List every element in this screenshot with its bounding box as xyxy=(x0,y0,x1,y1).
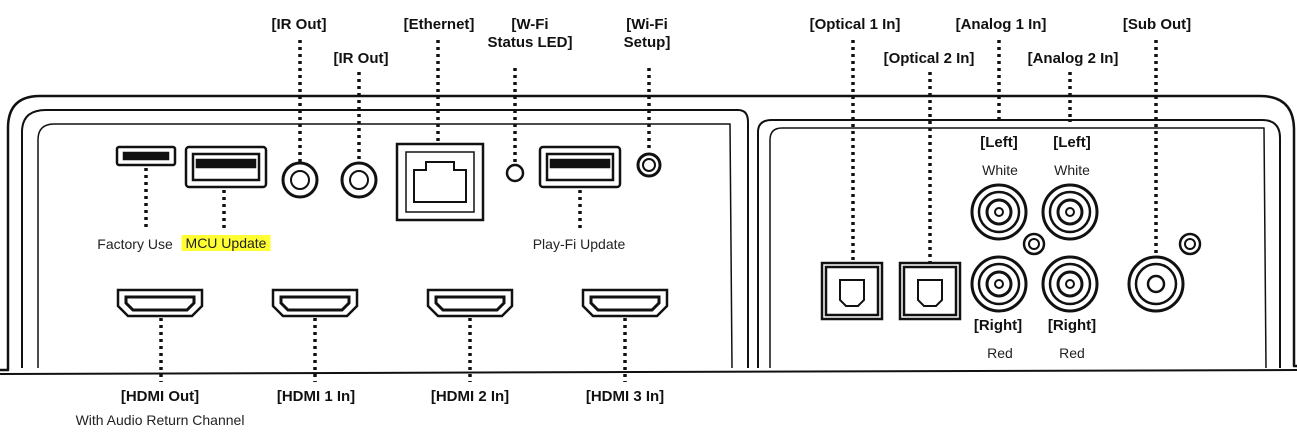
wifi-status-led xyxy=(505,163,525,183)
analog-2-right-jack xyxy=(1041,255,1099,313)
analog-1-right-jack xyxy=(970,255,1028,313)
hdmi-1-in-port xyxy=(271,288,359,318)
label-hdmi-out: [HDMI Out] xyxy=(120,388,200,405)
label-left-2-color: White xyxy=(1054,162,1090,178)
ground-screw-1 xyxy=(1022,232,1046,256)
hdmi-3-in-port xyxy=(581,288,669,318)
label-sub-out: [Sub Out] xyxy=(1122,16,1192,33)
hdmi-2-in-port xyxy=(426,288,514,318)
label-right-2-color: Red xyxy=(1059,345,1085,361)
chassis-outline xyxy=(0,94,1297,372)
label-analog-2-in: [Analog 2 In] xyxy=(1027,50,1119,67)
label-left-2: [Left] xyxy=(1053,134,1091,151)
ground-screw-2 xyxy=(1178,232,1202,256)
mcu-usb-port xyxy=(184,145,268,189)
label-factory-use: Factory Use xyxy=(97,236,173,252)
label-mcu-update: MCU Update xyxy=(181,235,271,251)
optical-1-in-port xyxy=(820,261,884,321)
label-ir-out-1: [IR Out] xyxy=(271,16,327,33)
leader-lines xyxy=(144,40,1158,382)
label-optical-1-in: [Optical 1 In] xyxy=(809,16,901,33)
label-hdmi-out-note: With Audio Return Channel xyxy=(75,412,245,428)
label-hdmi-2-in: [HDMI 2 In] xyxy=(430,388,510,405)
hdmi-out-port xyxy=(116,288,204,318)
label-optical-2-in: [Optical 2 In] xyxy=(883,50,975,67)
ir-out-jack-2 xyxy=(340,161,378,199)
wifi-setup-button xyxy=(636,152,662,178)
label-ir-out-2: [IR Out] xyxy=(333,50,389,67)
label-wifi-status-led: [W-Fi Status LED] xyxy=(487,16,573,51)
sub-out-jack xyxy=(1127,255,1185,313)
label-wifi-setup: [Wi-Fi Setup] xyxy=(623,16,671,51)
ethernet-port xyxy=(395,142,485,222)
label-right-2: [Right] xyxy=(1047,317,1097,334)
factory-use-port xyxy=(115,145,177,167)
label-analog-1-in: [Analog 1 In] xyxy=(955,16,1047,33)
label-right-1-color: Red xyxy=(987,345,1013,361)
play-fi-usb-port xyxy=(538,145,622,189)
label-ethernet: [Ethernet] xyxy=(403,16,475,33)
ir-out-jack-1 xyxy=(281,161,319,199)
label-hdmi-1-in: [HDMI 1 In] xyxy=(276,388,356,405)
label-left-1-color: White xyxy=(982,162,1018,178)
label-hdmi-3-in: [HDMI 3 In] xyxy=(585,388,665,405)
analog-2-left-jack xyxy=(1041,183,1099,241)
optical-2-in-port xyxy=(898,261,962,321)
right-panel-outline xyxy=(757,119,1281,368)
label-right-1: [Right] xyxy=(973,317,1023,334)
label-left-1: [Left] xyxy=(980,134,1018,151)
analog-1-left-jack xyxy=(970,183,1028,241)
left-panel-outline xyxy=(21,109,749,368)
label-play-fi-update: Play-Fi Update xyxy=(532,236,626,252)
